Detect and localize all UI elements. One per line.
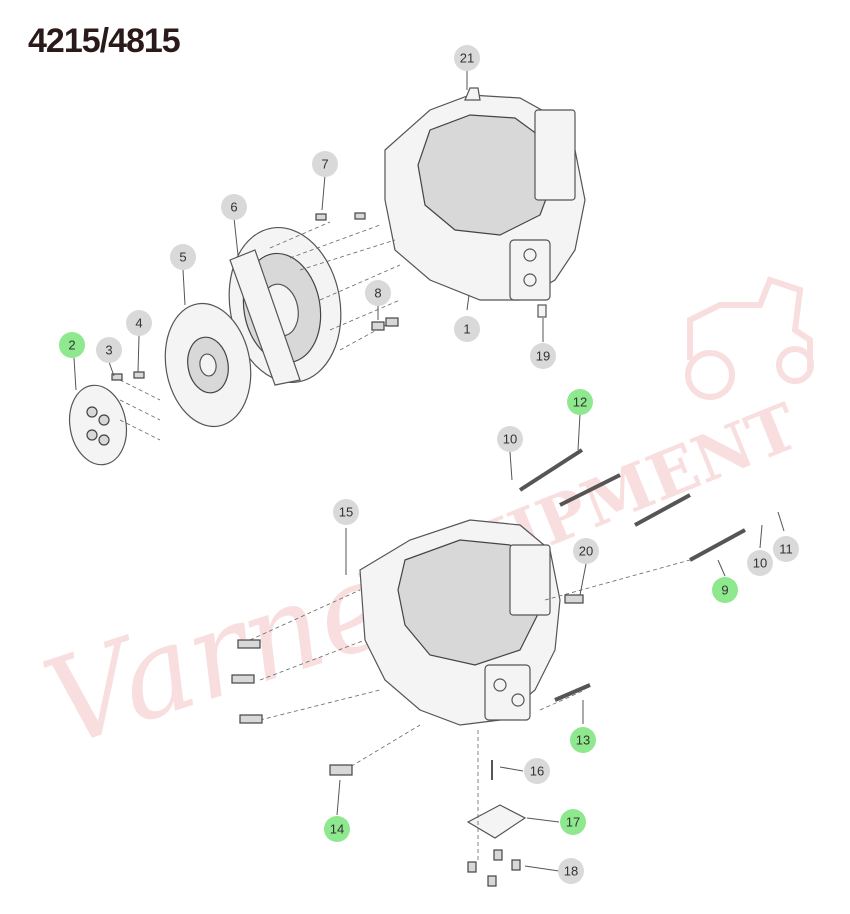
callouts: 21 7 6 5 4 2 3 8 1 19 12 10 15 20 11 10 9 13 16 17 14 18: [59, 45, 799, 884]
watermark-tractor-icon: [685, 276, 814, 400]
callout-bubble: [221, 194, 247, 220]
callout-bubble: [312, 151, 338, 177]
callout-12: 12: [567, 389, 593, 415]
callout-bubble: [126, 310, 152, 336]
callout-label: 2: [68, 338, 75, 353]
callout-20: 20: [573, 538, 599, 564]
callout-label: 17: [566, 815, 580, 830]
callout-13: 13: [570, 727, 596, 753]
callout-bubble: [333, 499, 359, 525]
upper-bolts: [111, 212, 401, 441]
callout-bubble: [454, 45, 480, 71]
callout-label: 16: [530, 764, 544, 779]
callout-4: 4: [126, 310, 152, 336]
callout-label: 12: [573, 395, 587, 410]
leader-lines: [73, 70, 785, 872]
callout-label: 18: [564, 864, 578, 879]
callout-17: 17: [560, 809, 586, 835]
callout-bubble: [570, 727, 596, 753]
callout-8: 8: [365, 280, 391, 306]
callout-label: 5: [179, 250, 186, 265]
callout-9: 9: [712, 577, 738, 603]
callout-label: 1: [463, 322, 470, 337]
callout-15: 15: [333, 499, 359, 525]
callout-bubble: [96, 337, 122, 363]
callout-label: 11: [779, 542, 793, 557]
clutch-disc: [164, 302, 252, 428]
callout-bubble: [773, 536, 799, 562]
pressure-plate: [228, 226, 342, 386]
callout-bubble: [59, 332, 85, 358]
callout-6: 6: [221, 194, 247, 220]
callout-label: 10: [753, 556, 767, 571]
callout-bubble: [170, 244, 196, 270]
callout-10: 10: [747, 550, 773, 576]
callout-bubble: [747, 550, 773, 576]
callout-label: 10: [503, 432, 517, 447]
page-title: 4215/4815: [28, 22, 181, 60]
cover-plate-group: [466, 730, 527, 887]
lower-housing: [359, 519, 561, 726]
callout-18: 18: [558, 858, 584, 884]
callout-label: 14: [330, 822, 344, 837]
callout-bubble: [497, 426, 523, 452]
callout-bubble: [573, 538, 599, 564]
callout-bubble: [560, 809, 586, 835]
callout-label: 6: [230, 200, 237, 215]
callout-14: 14: [324, 816, 350, 842]
callout-bubble: [558, 858, 584, 884]
callout-3: 3: [96, 337, 122, 363]
callout-label: 7: [321, 157, 328, 172]
upper-housing: [384, 87, 586, 318]
long-studs: [231, 448, 746, 776]
callout-label: 8: [374, 286, 381, 301]
callout-bubble: [365, 280, 391, 306]
callout-label: 20: [579, 544, 593, 559]
callout-5: 5: [170, 244, 196, 270]
callout-label: 3: [105, 343, 112, 358]
callout-bubble: [530, 343, 556, 369]
callout-bubble: [324, 816, 350, 842]
callout-bubble: [712, 577, 738, 603]
callout-label: 9: [721, 583, 728, 598]
callout-10: 10: [497, 426, 523, 452]
callout-19: 19: [530, 343, 556, 369]
callout-label: 15: [339, 505, 353, 520]
callout-7: 7: [312, 151, 338, 177]
callout-bubble: [454, 316, 480, 342]
callout-11: 11: [773, 536, 799, 562]
callout-label: 21: [460, 51, 474, 66]
callout-label: 13: [576, 733, 590, 748]
callout-1: 1: [454, 316, 480, 342]
callout-bubble: [567, 389, 593, 415]
callout-bubble: [524, 758, 550, 784]
flywheel-plate: [68, 384, 128, 466]
callout-16: 16: [524, 758, 550, 784]
callout-label: 19: [536, 349, 550, 364]
callout-21: 21: [454, 45, 480, 71]
callout-2: 2: [59, 332, 85, 358]
callout-label: 4: [135, 316, 142, 331]
